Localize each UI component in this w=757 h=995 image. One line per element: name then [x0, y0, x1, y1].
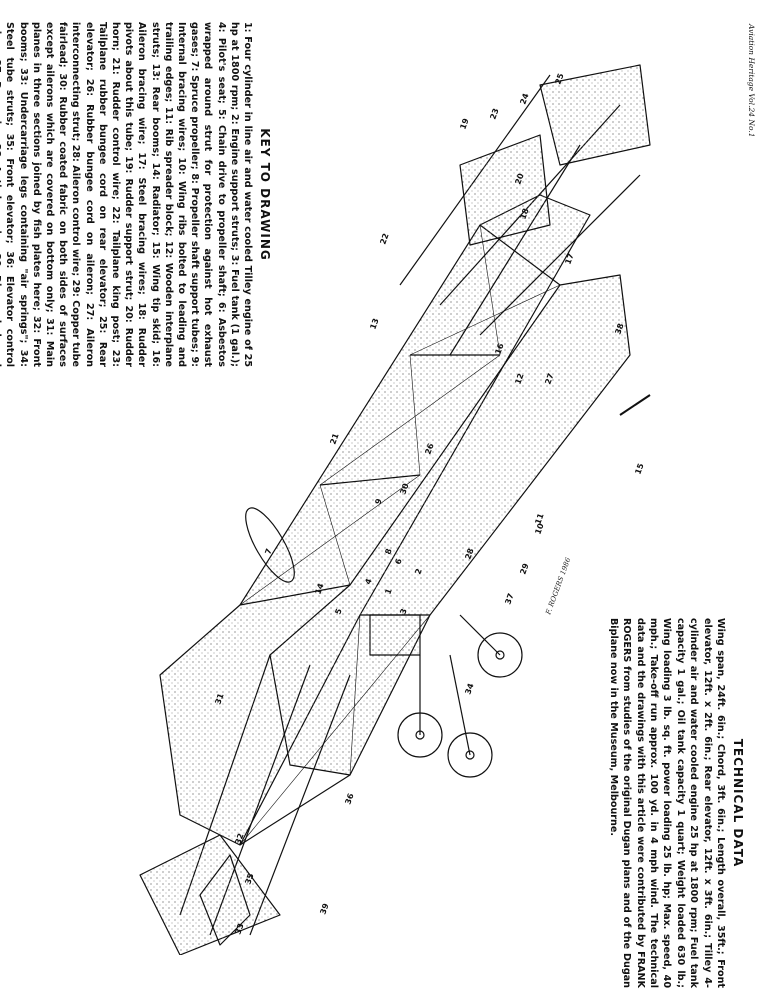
callout-35: 35 [243, 872, 255, 886]
callout-8: 8 [383, 547, 394, 556]
undercarriage [397, 614, 523, 778]
callout-10: 10 [533, 522, 545, 536]
callout-9: 9 [373, 497, 384, 506]
callout-33: 33 [233, 922, 245, 936]
callout-26: 26 [423, 442, 435, 456]
engine [369, 614, 421, 656]
upper-wing [159, 194, 591, 846]
callout-21: 21 [328, 432, 340, 446]
callout-18: 18 [518, 207, 530, 221]
callout-5: 5 [333, 607, 344, 616]
callout-22: 22 [378, 232, 390, 246]
front-wheel [447, 732, 493, 778]
propeller [245, 507, 295, 583]
callout-2: 2 [413, 567, 423, 575]
callout-4: 4 [363, 577, 374, 586]
lower-wing [269, 274, 631, 776]
callout-25: 25 [553, 72, 565, 86]
callout-7: 7 [263, 547, 273, 555]
callout-17: 17 [563, 252, 575, 266]
callout-38: 38 [613, 322, 625, 336]
callout-36: 36 [343, 792, 355, 806]
callout-27: 27 [543, 372, 555, 386]
callout-16: 16 [493, 342, 505, 356]
journal-reference: Aviation Heritage Vol.24 No.1 [747, 24, 756, 138]
callout-24: 24 [518, 92, 530, 106]
callout-1: 1 [383, 587, 394, 596]
callout-31: 31 [213, 692, 225, 706]
callout-14: 14 [313, 582, 325, 596]
callout-11: 11 [533, 512, 545, 526]
callout-34: 34 [463, 682, 475, 696]
callout-39: 39 [318, 902, 330, 916]
technical-title: TECHNICAL DATA [731, 738, 745, 868]
callout-12: 12 [513, 372, 525, 386]
callout-20: 20 [513, 172, 525, 186]
callout-15: 15 [633, 462, 645, 476]
callout-28: 28 [463, 547, 475, 561]
callout-23: 23 [488, 107, 500, 121]
callout-6: 6 [393, 557, 404, 566]
rudder [459, 134, 551, 246]
callout-19: 19 [458, 117, 470, 131]
rear-wheel [477, 632, 523, 678]
rear-elevator [539, 64, 651, 166]
front-fin [199, 854, 251, 946]
callout-32: 32 [233, 832, 245, 846]
callout-3: 3 [398, 607, 408, 615]
wing-tip-skid [619, 394, 651, 416]
callout-30: 30 [398, 482, 410, 496]
artist-signature: F. ROGERS 1986 [544, 556, 573, 617]
callout-29: 29 [518, 562, 530, 576]
callout-37: 37 [503, 592, 515, 606]
callout-13: 13 [368, 317, 380, 331]
